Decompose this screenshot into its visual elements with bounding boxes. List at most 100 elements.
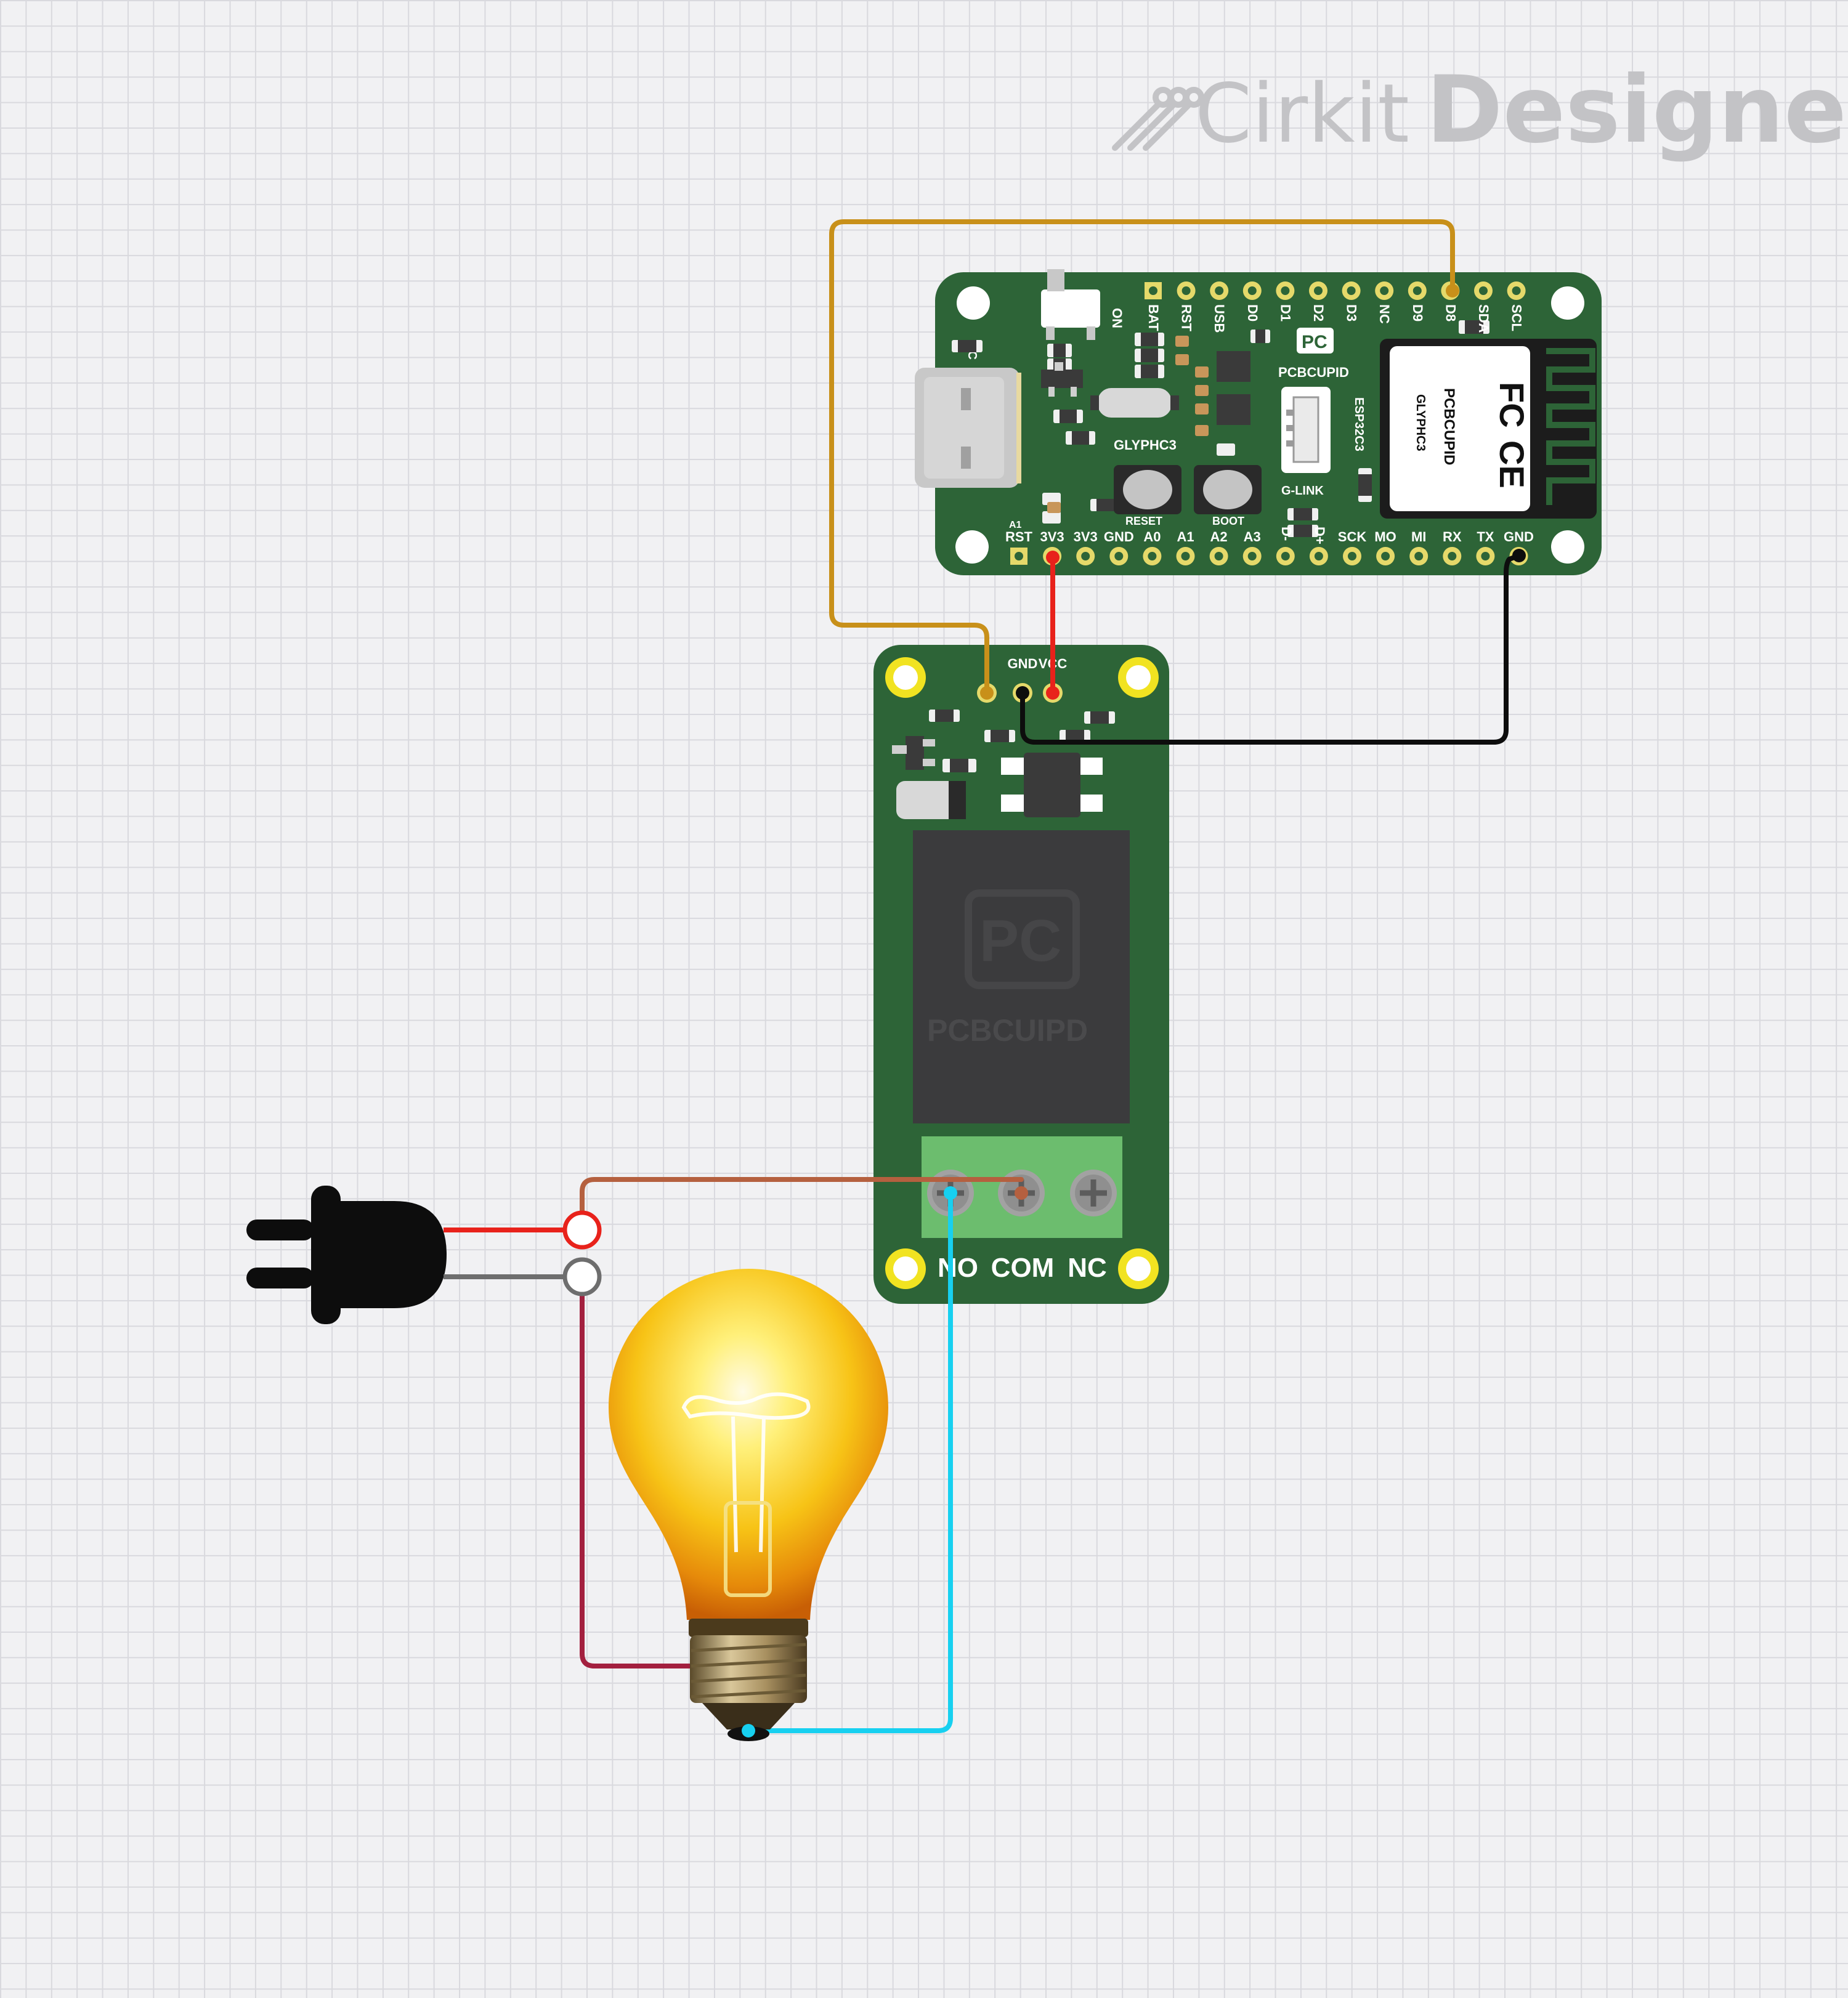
pin-hole	[1114, 552, 1124, 560]
boot-button[interactable]	[1194, 465, 1262, 514]
relay-body: PC PCBCUIPD	[913, 830, 1130, 1123]
esp-label: ESP32C3	[1352, 397, 1366, 451]
a1-label: A1	[1009, 520, 1022, 530]
mcu-bottom-pin-label: MO	[1374, 529, 1396, 544]
mcu-bottom-pin-label: D+	[1312, 527, 1327, 544]
mcu-bottom-pin-label: A2	[1210, 529, 1228, 544]
fcc-ce-mark-icon: FC CE	[1493, 382, 1531, 488]
pin-hole	[1215, 286, 1224, 295]
pcbcupid-logo-icon: PC	[1297, 328, 1334, 354]
pin-hole	[1381, 552, 1390, 560]
relay-watermark: PCBCUIPD	[927, 1013, 1088, 1048]
wires	[580, 219, 1522, 1733]
mcu-bottom-pin-label: SCK	[1338, 529, 1367, 544]
plug-live-terminal[interactable]	[562, 1210, 602, 1250]
relay-smd-components	[892, 710, 1115, 819]
pin-hole	[1281, 286, 1290, 295]
reset-button[interactable]	[1114, 465, 1181, 514]
pin-hole	[1081, 552, 1090, 560]
mounting-hole	[955, 286, 1584, 564]
brand-logo: Cirkit Designer	[1112, 57, 1848, 164]
mcu-top-pin-label: D2	[1311, 304, 1326, 322]
logo-text: PCBCUPID	[1278, 365, 1349, 380]
pin-hole	[1148, 552, 1157, 560]
mcu-board[interactable]: ON CC	[915, 269, 1602, 575]
mcu-bottom-pin-label: A0	[1143, 529, 1161, 544]
chip-label: GLYPHC3	[1114, 437, 1177, 453]
pin-hole	[1481, 552, 1490, 560]
glink-label: G-LINK	[1281, 484, 1324, 498]
pin-hole	[1448, 552, 1457, 560]
pin-hole	[1314, 552, 1323, 560]
mcu-top-pin-label: RST	[1179, 304, 1194, 332]
module-model: GLYPHC3	[1414, 394, 1427, 451]
circuit-logo-icon	[1112, 87, 1204, 151]
boot-label: BOOT	[1212, 515, 1244, 527]
mcu-bottom-pin-label: TX	[1477, 529, 1494, 544]
module-brand: PCBCUPID	[1441, 388, 1457, 465]
mcu-top-pin-label: SCL	[1509, 304, 1525, 331]
mcu-top-pin-label: D0	[1245, 304, 1260, 322]
pin-hole	[1247, 552, 1257, 560]
light-bulb[interactable]	[609, 1269, 888, 1741]
reset-label: RESET	[1125, 515, 1162, 527]
svg-text:PC: PC	[979, 908, 1061, 974]
pin-hole	[1247, 286, 1257, 295]
pin-hole	[1214, 552, 1223, 560]
brand-designer: Designer	[1426, 57, 1848, 164]
wire-plug-live-to-com[interactable]	[580, 1177, 1024, 1231]
mcu-top-pin-label: SDA	[1476, 304, 1491, 333]
pin-hole	[1380, 286, 1389, 295]
mcu-bottom-pin-label: 3V3	[1040, 529, 1064, 544]
wire-gnd-to-relay-gnd[interactable]	[1020, 553, 1522, 745]
filament-icon	[681, 1392, 811, 1597]
usb-c-connector	[915, 368, 1021, 488]
relay-header-pin-label: GND	[1008, 656, 1038, 671]
wire-d8-to-relay-in[interactable]	[829, 219, 1455, 695]
wire-plug-neutral-to-bulb[interactable]	[580, 1274, 796, 1668]
terminal-label: NC	[1068, 1253, 1107, 1283]
terminal-label: NO	[938, 1253, 978, 1283]
wire-no-to-bulb-base[interactable]	[746, 1191, 953, 1733]
brand-cirkit: Cirkit	[1195, 67, 1409, 161]
pin-hole	[1149, 286, 1157, 295]
pin-hole	[1412, 286, 1422, 295]
svg-text:CE: CE	[1493, 440, 1531, 488]
mcu-bottom-pin-label: GND	[1104, 529, 1134, 544]
relay-mounting-hole	[885, 657, 1159, 1289]
mcu-bottom-pin-label: MI	[1411, 529, 1426, 544]
svg-text:FC: FC	[1493, 382, 1531, 428]
power-plug[interactable]	[246, 1186, 602, 1324]
mcu-top-pin-label: NC	[1377, 304, 1392, 324]
pin-hole	[1314, 286, 1323, 295]
svg-text:PC: PC	[1302, 332, 1327, 352]
mcu-top-pin-label: USB	[1212, 304, 1227, 333]
pin-hole	[1512, 286, 1521, 295]
power-switch[interactable]	[1041, 269, 1100, 340]
pin-hole	[1181, 286, 1191, 295]
crystal	[1090, 388, 1179, 418]
pin-hole	[1347, 286, 1356, 295]
terminal-label: COM	[991, 1253, 1055, 1283]
mcu-bottom-pin-label: RST	[1005, 529, 1033, 544]
pin-hole	[1015, 552, 1023, 560]
mcu-bottom-pin-label: A1	[1177, 529, 1194, 544]
mcu-bottom-pin-label: RX	[1443, 529, 1462, 544]
switch-label: ON	[1109, 308, 1125, 328]
pin-hole	[1348, 552, 1356, 560]
mcu-top-pin-label: D3	[1344, 304, 1360, 322]
bulb-screw-base	[689, 1619, 808, 1741]
bulb-base-terminal[interactable]	[742, 1724, 755, 1737]
plug-icon	[246, 1186, 447, 1324]
relay-pc-watermark-icon: PC	[965, 889, 1080, 989]
mcu-top-pin-label: D9	[1410, 304, 1425, 322]
mcu-bottom-pin-label: A3	[1244, 529, 1261, 544]
mcu-bottom-pin-label: GND	[1504, 529, 1534, 544]
plug-neutral-terminal[interactable]	[562, 1257, 602, 1296]
smd-components	[952, 320, 1489, 537]
mcu-top-pin-label: BAT	[1146, 304, 1161, 331]
mcu-top-pin-label: D8	[1443, 304, 1458, 322]
pin-hole	[1281, 552, 1290, 560]
pin-hole	[1181, 552, 1190, 560]
